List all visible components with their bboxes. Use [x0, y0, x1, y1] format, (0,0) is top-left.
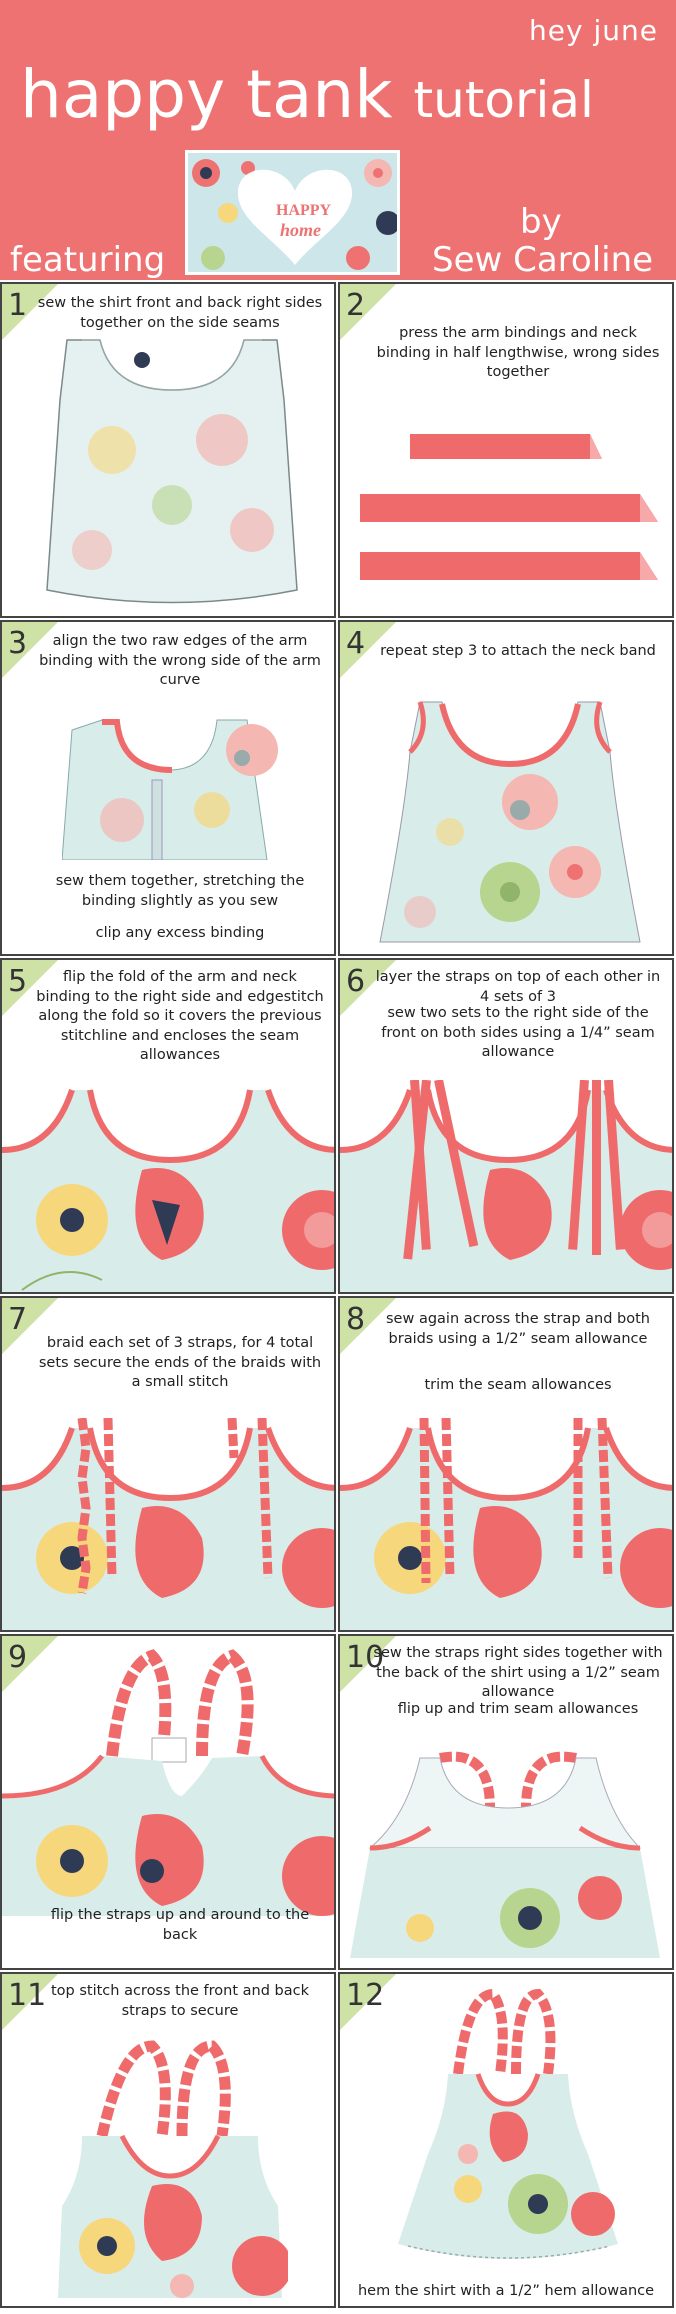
step-number: 12 [346, 1978, 385, 2013]
step-number: 11 [8, 1978, 47, 2013]
topstitch-illustration [58, 2040, 288, 2298]
step-text: repeat step 3 to attach the neck band [380, 643, 656, 659]
braided-straps-illustration [2, 1418, 334, 1630]
neck-band-illustration [379, 701, 641, 943]
corner-tab [2, 622, 58, 678]
title-main: happy tank [20, 56, 393, 133]
corner-tab [340, 960, 396, 1016]
corner-tab [2, 284, 58, 340]
step-text: braid each set of 3 straps, for 4 total … [38, 1335, 322, 1391]
title-sub: tutorial [413, 71, 594, 129]
step-number: 3 [8, 626, 28, 661]
step-panel-11: 11 top stitch across the front and back … [0, 1972, 336, 2308]
corner-tab [2, 960, 58, 1016]
step-panel-6: 6 layer the straps on top of each other … [338, 958, 674, 1294]
step-text: press the arm bindings and neck binding … [376, 325, 660, 381]
step-number: 10 [346, 1640, 385, 1675]
step-text-secondary: sew them together, stretching the bindin… [55, 873, 305, 909]
featuring-label: featuring [10, 240, 166, 280]
hemmed-shirt-illustration [398, 1988, 618, 2259]
arm-binding-illustration [62, 719, 278, 860]
step-text-secondary: trim the seam allowances [424, 1377, 612, 1393]
header-banner: hey june happy tank tutorial HAPPY home … [0, 0, 676, 280]
step-number: 8 [346, 1302, 366, 1337]
step-text-secondary: sew two sets to the right side of the fr… [381, 1005, 655, 1061]
step-panel-9: 9 flip the straps up and around to the b… [0, 1634, 336, 1970]
page-title: happy tank tutorial [20, 62, 594, 128]
steps-grid: 1 sew the shirt front and back right sid… [0, 282, 676, 2314]
step-panel-8: 8 sew again across the strap and both br… [338, 1296, 674, 1632]
step-number: 5 [8, 964, 28, 999]
corner-tab [340, 284, 396, 340]
back-strap-illustration [350, 1751, 660, 1958]
step-number: 2 [346, 288, 366, 323]
step-number: 6 [346, 964, 366, 999]
corner-tab [340, 1298, 396, 1354]
step-number: 9 [8, 1640, 28, 1675]
sewn-braids-illustration [340, 1418, 672, 1630]
step-panel-2: 2 press the arm bindings and neck bindin… [338, 282, 674, 618]
edgestitch-illustration [2, 1089, 334, 1292]
step-text: layer the straps on top of each other in… [375, 969, 661, 1005]
step-panel-5: 5 flip the fold of the arm and neck bind… [0, 958, 336, 1294]
step-panel-12: 12 hem the shirt with a 1/2” hem allowan… [338, 1972, 674, 2308]
corner-tab [2, 1974, 58, 2030]
corner-tab [2, 1636, 58, 1692]
step-text: top stitch across the front and back str… [50, 1983, 310, 2019]
binding-strips-illustration [360, 434, 658, 580]
logo-happy-text: HAPPY [276, 202, 332, 219]
step-text-secondary: flip up and trim seam allowances [397, 1701, 639, 1717]
shirt-illustration [46, 339, 298, 604]
layered-straps-illustration [340, 1080, 672, 1292]
step-panel-3: 3 align the two raw edges of the arm bin… [0, 620, 336, 956]
step-text-tertiary: clip any excess binding [95, 925, 265, 941]
flipped-straps-illustration [2, 1649, 334, 1916]
step-panel-7: 7 braid each set of 3 straps, for 4 tota… [0, 1296, 336, 1632]
step-panel-4: 4 repeat step 3 to attach the neck band [338, 620, 674, 956]
corner-tab [340, 1636, 396, 1692]
step-panel-10: 10 sew the straps right sides together w… [338, 1634, 674, 1970]
step-number: 4 [346, 626, 366, 661]
logo-home-text: home [280, 220, 322, 240]
floral-print-icon [192, 159, 397, 270]
corner-tab [340, 1974, 396, 2030]
step-text: sew the shirt front and back right sides… [37, 295, 323, 331]
corner-tab [2, 1298, 58, 1354]
step-text: align the two raw edges of the arm bindi… [39, 633, 321, 689]
step-text: hem the shirt with a 1/2” hem allowance [357, 2283, 655, 2299]
step-panel-1: 1 sew the shirt front and back right sid… [0, 282, 336, 618]
author-name: Sew Caroline [432, 240, 654, 280]
by-label: by [520, 202, 562, 242]
step-number: 1 [8, 288, 28, 323]
step-text: flip the fold of the arm and neck bindin… [36, 969, 324, 1064]
corner-tab [340, 622, 396, 678]
happy-home-fabric-logo: HAPPY home [185, 150, 400, 275]
step-number: 7 [8, 1302, 28, 1337]
step-text: flip the straps up and around to the bac… [50, 1907, 310, 1943]
step-text: sew again across the strap and both brai… [386, 1311, 650, 1347]
brand-logo: hey june [529, 14, 658, 47]
step-text: sew the straps right sides together with… [373, 1645, 663, 1701]
